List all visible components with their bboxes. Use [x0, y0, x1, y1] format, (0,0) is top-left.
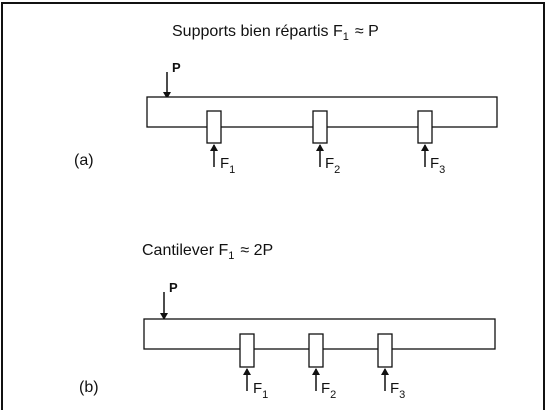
support-a-3	[417, 110, 433, 144]
support-b-2	[308, 333, 324, 368]
force-label-a-2: F2	[325, 155, 340, 176]
panel-a: Supports bien répartis F1≈ P P F1 F2 F3 …	[74, 23, 498, 176]
support-b-1	[239, 333, 255, 368]
panel-label-a: (a)	[74, 152, 94, 169]
panel-b: Cantilever F1≈ 2P P F1 F2 F3 (b)	[79, 242, 496, 401]
panel-a-title: Supports bien répartis F1≈ P	[172, 23, 379, 43]
panel-b-title: Cantilever F1≈ 2P	[142, 242, 273, 262]
force-label-b-3: F3	[390, 380, 405, 401]
panel-label-b: (b)	[79, 379, 99, 396]
load-label-a: P	[172, 60, 181, 75]
force-label-b-1: F1	[253, 380, 268, 401]
force-label-a-1: F1	[220, 155, 235, 176]
force-label-b-2: F2	[321, 380, 336, 401]
load-label-b: P	[169, 280, 178, 295]
support-a-1	[206, 110, 222, 144]
force-label-a-3: F3	[430, 155, 445, 176]
support-a-2	[312, 110, 328, 144]
support-b-3	[377, 333, 393, 368]
